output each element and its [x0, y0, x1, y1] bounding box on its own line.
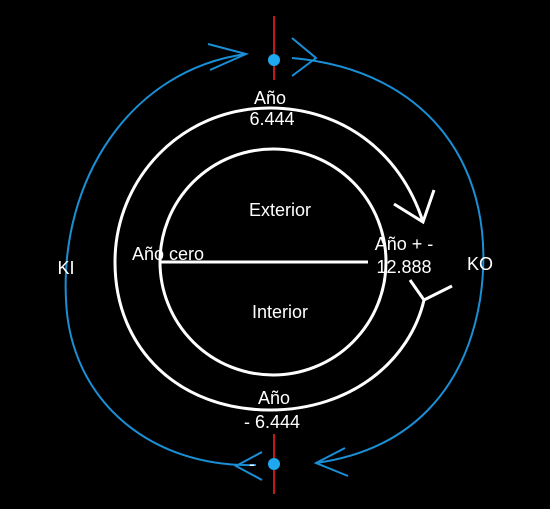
- spiral-arrowhead-top: [393, 189, 436, 225]
- label-year-zero: Año cero: [132, 244, 204, 264]
- label-year-top-line2: 6.444: [249, 109, 294, 129]
- label-ki: KI: [57, 258, 74, 278]
- label-year-bottom-line2: - 6.444: [244, 412, 300, 432]
- label-interior: Interior: [252, 302, 308, 322]
- blue-chevron-top-left: [207, 43, 250, 71]
- blue-chevron-top-right: [291, 37, 318, 77]
- label-minus: -: [249, 454, 255, 474]
- blue-chevron-bottom-right: [313, 447, 349, 477]
- label-year-right-line2: 12.888: [376, 257, 431, 277]
- blue-chevron-bottom-left: [233, 451, 263, 481]
- label-year-right-line1: Año + -: [375, 234, 434, 254]
- label-ko: KO: [467, 254, 493, 274]
- label-year-top-line1: Año: [254, 88, 286, 108]
- label-year-bottom-line1: Año: [258, 388, 290, 408]
- outer-spiral-arc: [113, 106, 426, 412]
- blue-loop-right: [291, 57, 485, 464]
- axis-dot-bottom: [268, 458, 280, 470]
- blue-loop-left: [64, 53, 257, 467]
- label-exterior: Exterior: [249, 200, 311, 220]
- spiral-arrowhead-bottom: [408, 279, 453, 302]
- axis-dot-top: [268, 54, 280, 66]
